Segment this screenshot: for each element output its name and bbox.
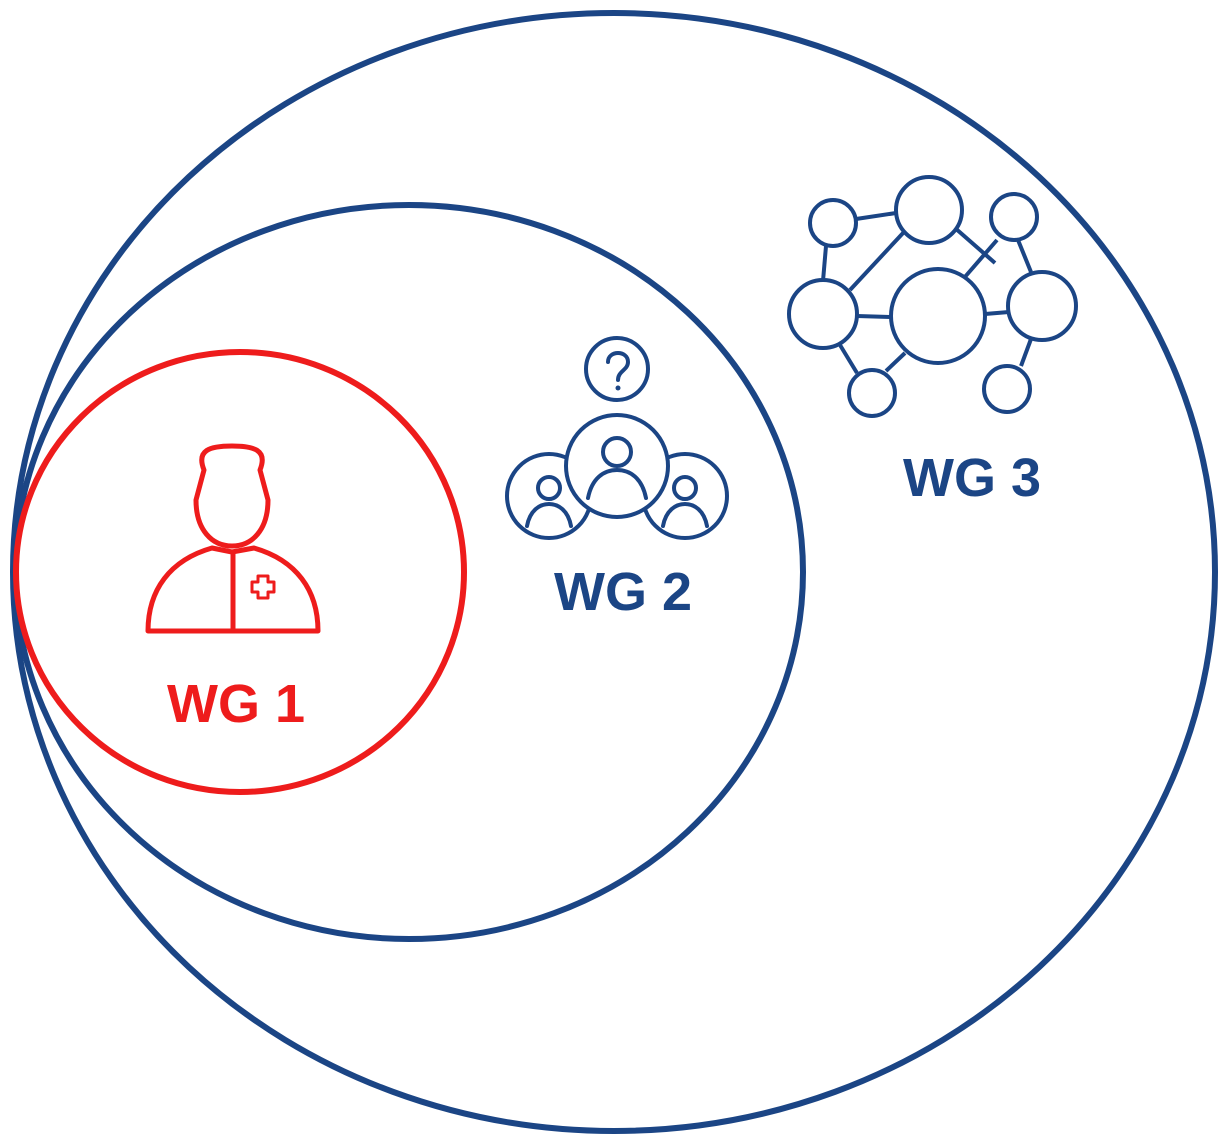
wg1-label: WG 1 [167, 674, 305, 734]
wg3-label: WG 3 [903, 448, 1041, 508]
network-icon [787, 175, 1078, 418]
doctor-icon [145, 443, 321, 634]
wg2-label: WG 2 [554, 562, 692, 622]
wg1-circle [13, 349, 467, 795]
user-group-question-icon [505, 336, 729, 540]
